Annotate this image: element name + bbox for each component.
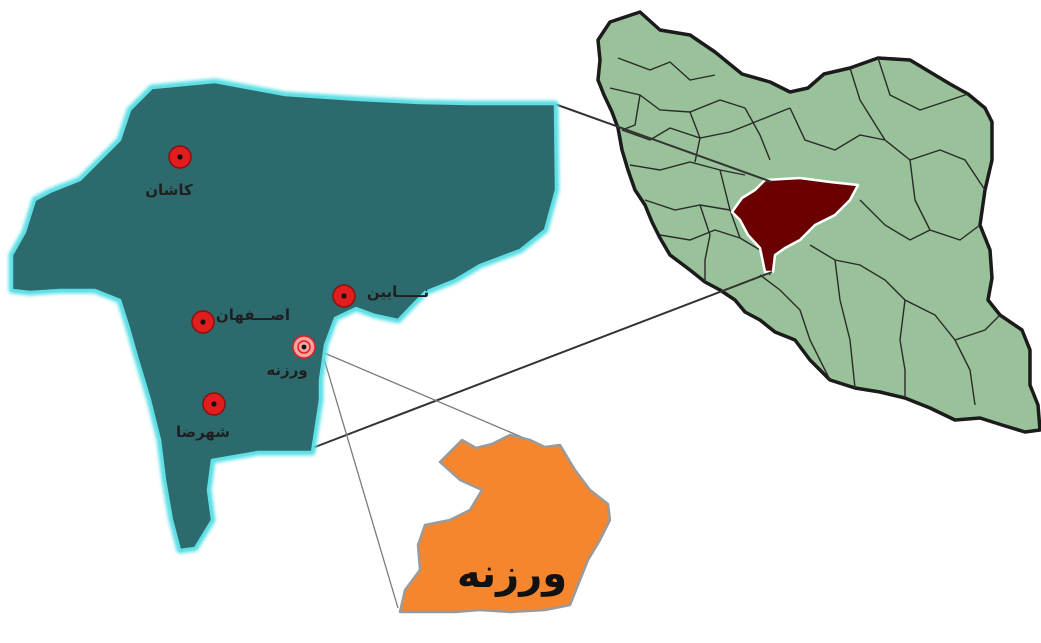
connector-lines (301, 102, 773, 609)
marker-center-dot (341, 293, 347, 299)
connector-line-top (551, 102, 773, 183)
isfahan-province-map: کاشان نـــــایین اصـــفهان ورزنه شهرضا (8, 78, 560, 554)
marker-ring (297, 340, 311, 354)
city-varzaneh: ورزنه (266, 335, 316, 379)
iran-province-borders (609, 57, 1001, 406)
city-kashan: کاشان (145, 145, 193, 199)
connector-line-inset-right (321, 351, 546, 448)
city-label-shahreza: شهرضا (176, 423, 230, 441)
province-body (10, 80, 558, 552)
marker-center-dot (177, 154, 183, 160)
iran-map (596, 10, 1041, 434)
city-shahreza: شهرضا (176, 392, 230, 441)
varzaneh-county-inset: ورزنه (398, 433, 612, 614)
county-shape (398, 433, 612, 614)
city-label-varzaneh: ورزنه (266, 361, 307, 379)
city-naein: نـــــایین (332, 283, 429, 308)
city-label-naein: نـــــایین (367, 283, 429, 301)
marker-center-dot (301, 344, 307, 350)
connector-line-bottom (301, 271, 773, 453)
isfahan-province-highlight (730, 176, 860, 274)
city-label-isfahan: اصـــفهان (216, 306, 290, 324)
city-isfahan: اصـــفهان (191, 306, 290, 334)
county-label: ورزنه (457, 551, 567, 597)
city-label-kashan: کاشان (145, 181, 193, 199)
connector-line-inset-left (321, 351, 399, 609)
marker-center-dot (200, 319, 206, 325)
marker-center-dot (211, 401, 217, 407)
